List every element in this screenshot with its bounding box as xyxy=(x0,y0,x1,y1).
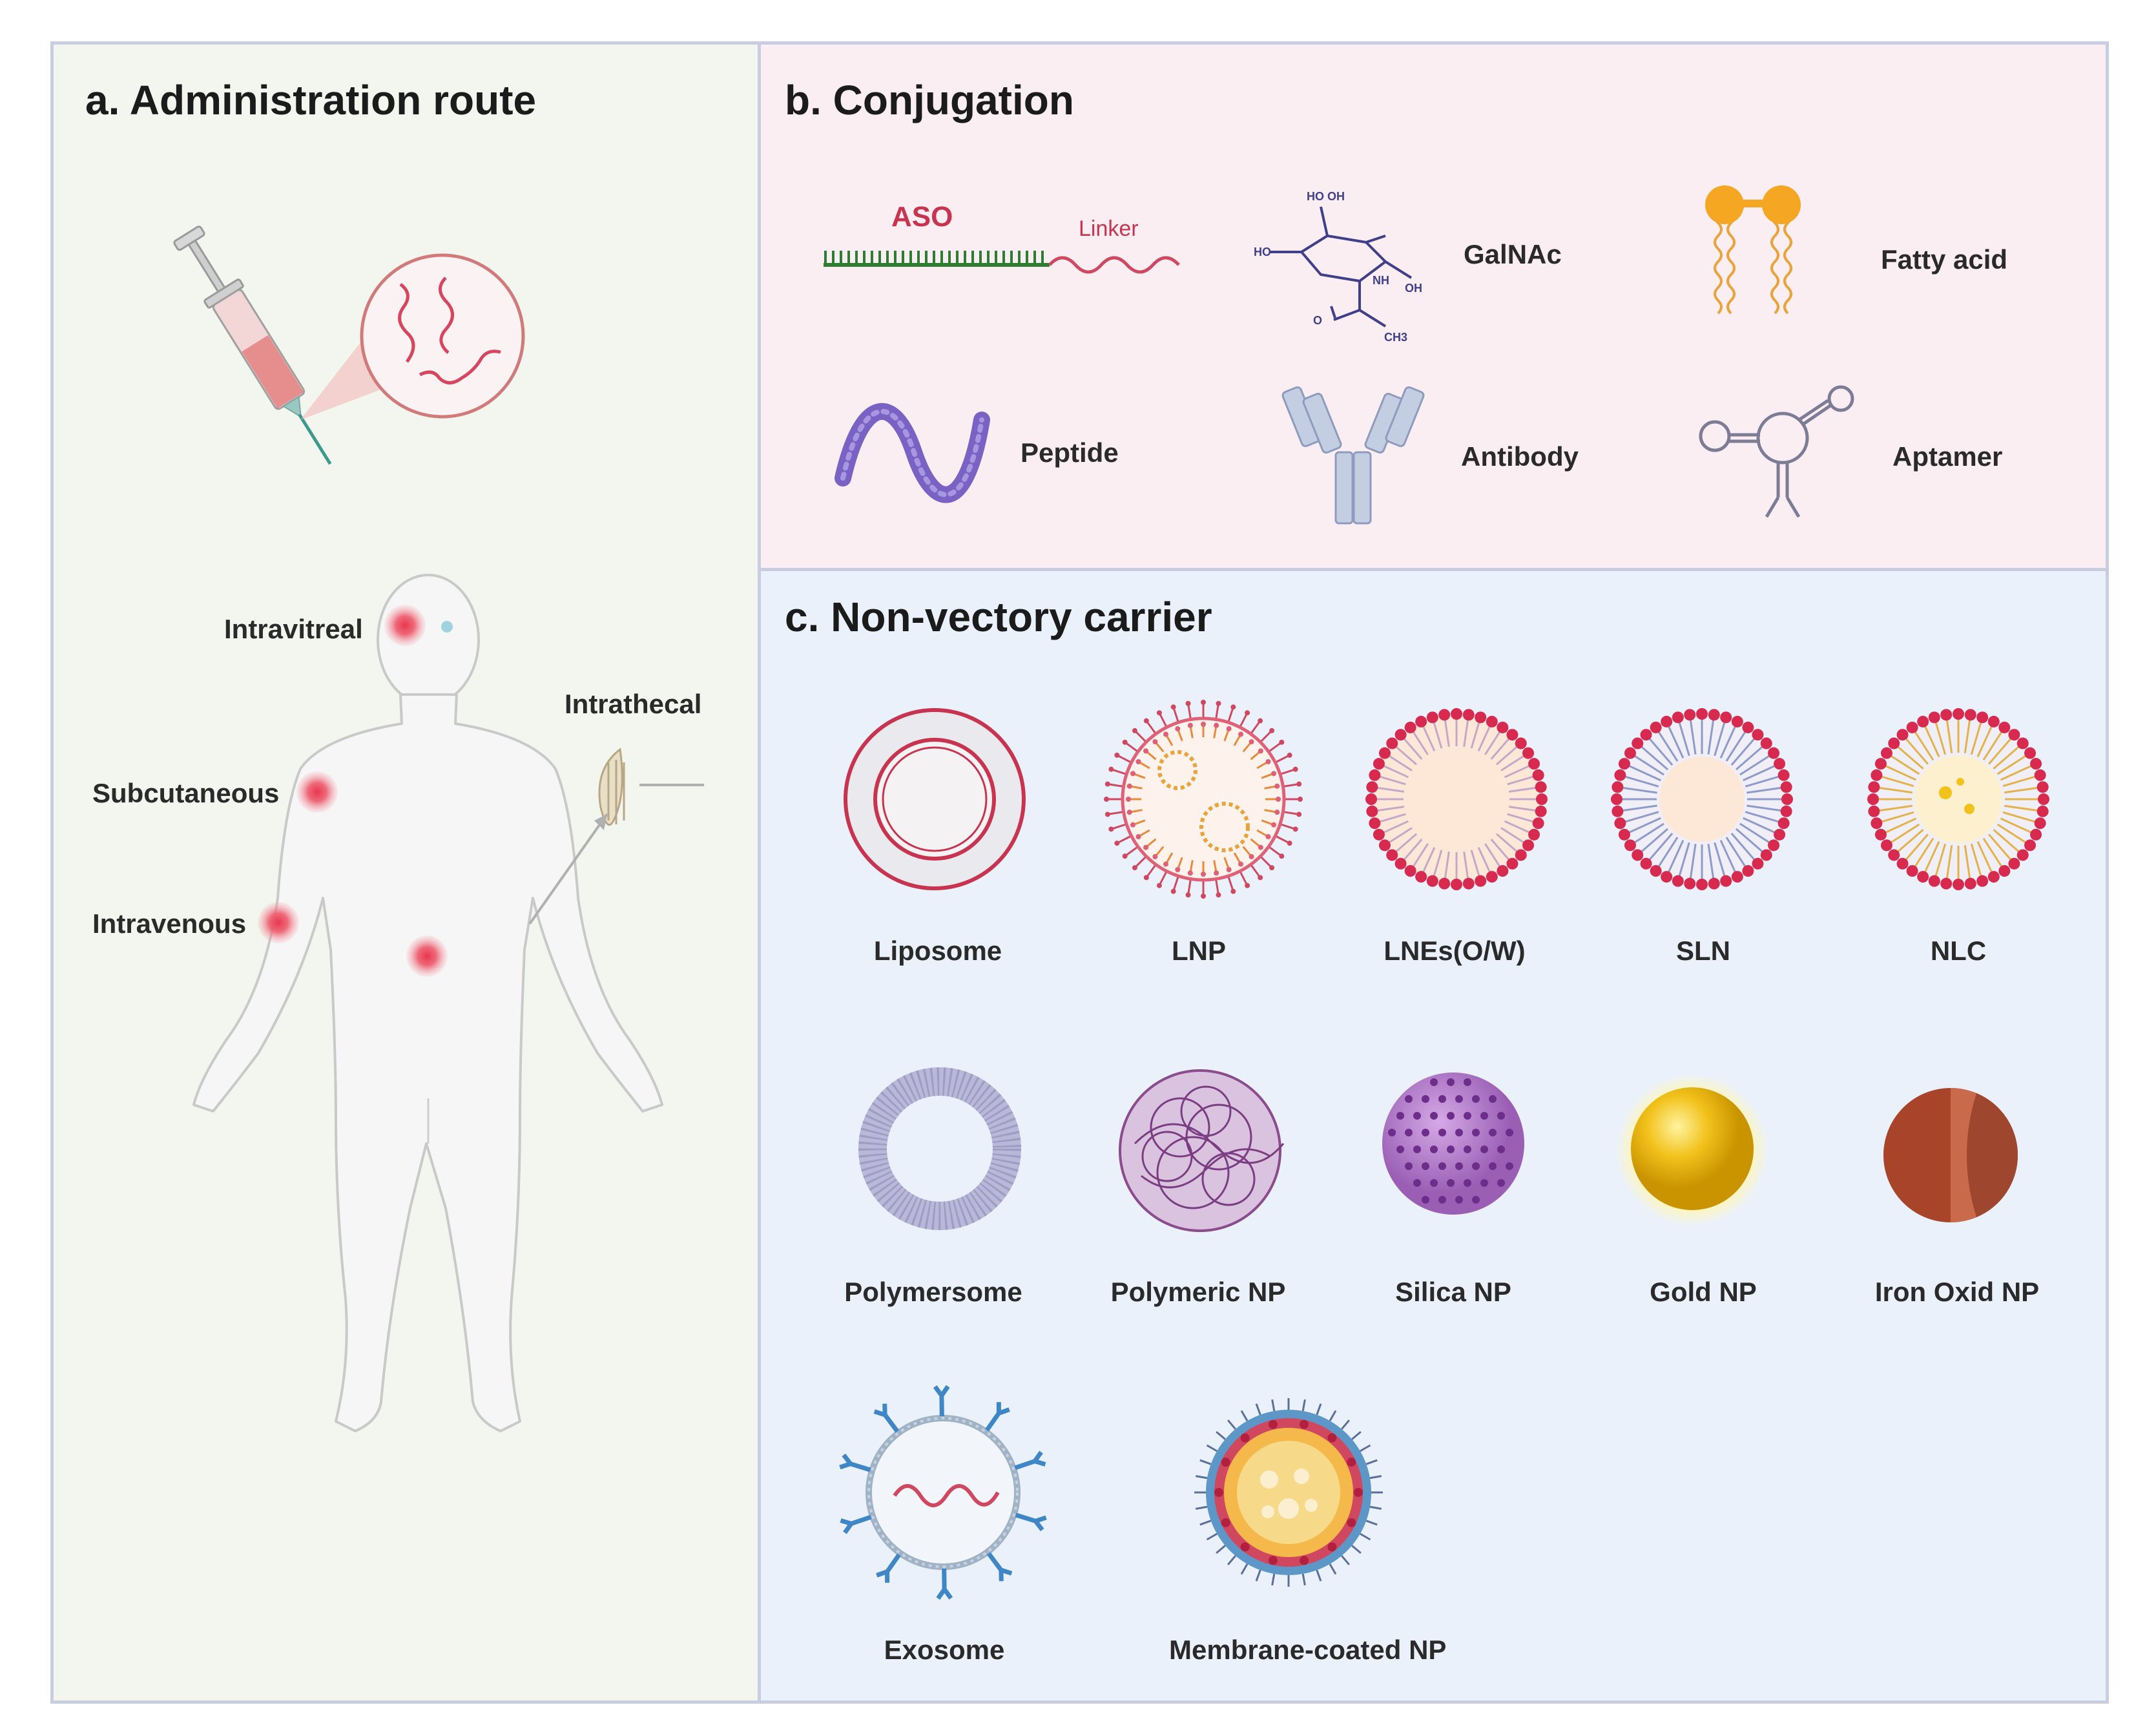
exosome-icon xyxy=(839,1385,1047,1600)
liposome-icon xyxy=(844,708,1026,890)
lnp-icon xyxy=(1104,700,1303,899)
injection-sites xyxy=(258,605,448,977)
panel-a-title: a. Administration route xyxy=(85,77,537,123)
aso-label: ASO xyxy=(891,201,953,233)
galnac-o: O xyxy=(1313,314,1322,327)
label-polymeric-np: Polymeric NP xyxy=(1110,1277,1286,1307)
label-peptide: Peptide xyxy=(1021,437,1119,468)
label-nlc: NLC xyxy=(1930,936,1987,966)
label-fatty-acid: Fatty acid xyxy=(1881,244,2008,275)
label-sln: SLN xyxy=(1676,936,1730,966)
nlc-icon xyxy=(1867,708,2049,890)
sln-icon xyxy=(1611,708,1793,890)
label-intravitreal: Intravitreal xyxy=(224,614,363,644)
intravitreal-site xyxy=(384,605,426,646)
lnes-icon xyxy=(1365,708,1548,890)
label-intravenous: Intravenous xyxy=(92,908,247,939)
iron-oxid-np-icon xyxy=(1883,1088,2018,1222)
galnac-ho-left: HO xyxy=(1254,246,1271,258)
silica-np-icon xyxy=(1382,1072,1524,1215)
label-gold-np: Gold NP xyxy=(1650,1277,1757,1307)
label-silica-np: Silica NP xyxy=(1395,1277,1511,1307)
spine-inset-icon xyxy=(528,748,704,925)
label-exosome: Exosome xyxy=(884,1635,1005,1665)
abdomen-site xyxy=(406,936,448,977)
galnac-molecule-icon: HO OH HO NH OH O CH3 xyxy=(1254,190,1422,344)
subcutaneous-site xyxy=(296,771,338,813)
galnac-ch3: CH3 xyxy=(1384,331,1407,344)
label-iron-oxid-np: Iron Oxid NP xyxy=(1874,1277,2040,1307)
linker-label: Linker xyxy=(1079,216,1139,241)
syringe-icon xyxy=(173,225,525,465)
label-subcutaneous: Subcutaneous xyxy=(92,778,280,808)
label-liposome: Liposome xyxy=(873,936,1002,966)
panel-c-title: c. Non-vectory carrier xyxy=(785,594,1212,640)
aso-linker-figure: ASO Linker xyxy=(824,201,1180,274)
aptamer-icon xyxy=(1699,385,1854,518)
label-aptamer: Aptamer xyxy=(1892,441,2003,472)
polymersome-icon xyxy=(858,1067,1021,1230)
label-lnp: LNP xyxy=(1172,936,1226,966)
label-membrane-coated-np: Membrane-coated NP xyxy=(1169,1635,1447,1665)
intravenous-site xyxy=(258,902,299,943)
panel-conjugation xyxy=(758,41,2109,571)
galnac-ho-top: HO OH xyxy=(1307,190,1345,203)
label-polymersome: Polymersome xyxy=(844,1277,1022,1307)
peptide-icon xyxy=(834,403,990,503)
galnac-oh: OH xyxy=(1405,282,1422,295)
gold-np-icon xyxy=(1616,1074,1768,1226)
label-intrathecal: Intrathecal xyxy=(565,689,702,719)
label-antibody: Antibody xyxy=(1461,441,1579,472)
label-galnac: GalNAc xyxy=(1464,239,1562,269)
polymeric-np-icon xyxy=(1119,1069,1285,1232)
antibody-icon xyxy=(1281,386,1425,525)
panel-b-title: b. Conjugation xyxy=(785,77,1074,123)
label-lnes: LNEs(O/W) xyxy=(1384,936,1526,966)
fatty-acid-icon xyxy=(1705,185,1801,315)
membrane-coated-np-icon xyxy=(1194,1398,1383,1587)
galnac-nh: NH xyxy=(1373,274,1389,287)
